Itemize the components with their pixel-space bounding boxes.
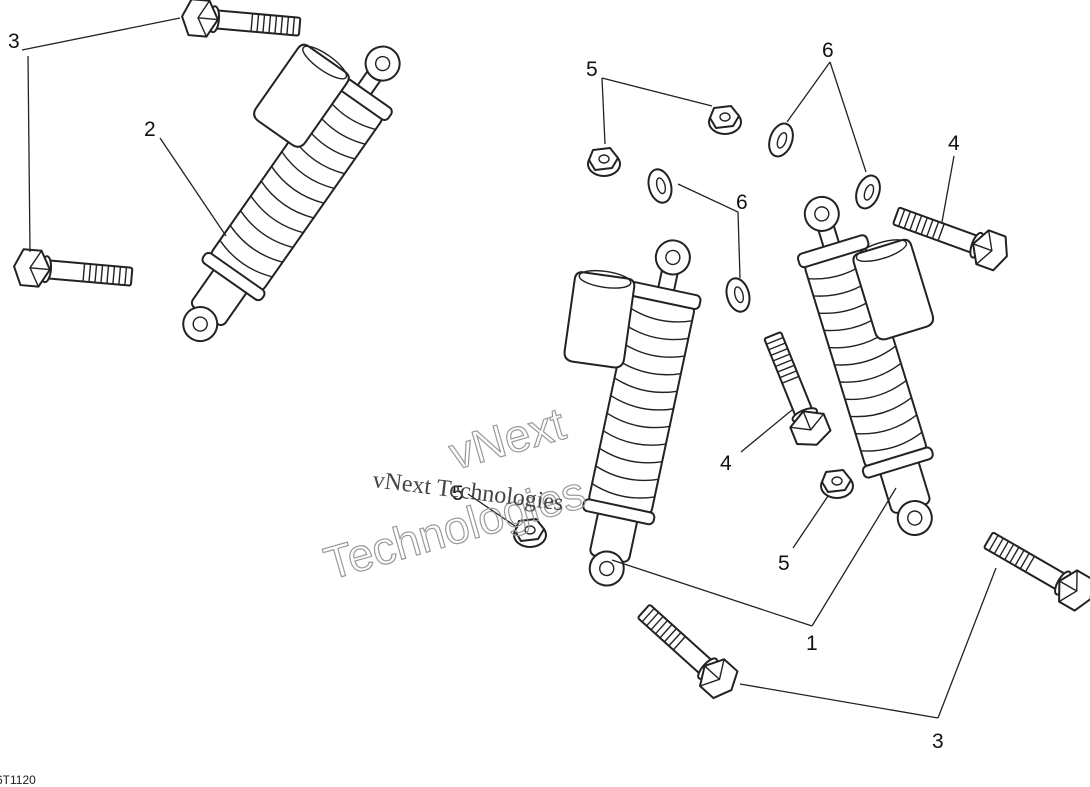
callout-nut-lower: 5 (452, 482, 464, 505)
bolt-center (754, 327, 835, 453)
nut-top-a (587, 147, 621, 177)
washer-mid-a (643, 165, 677, 207)
callout-shock-single: 2 (144, 118, 156, 141)
bolt-top-left (179, 0, 303, 46)
leader-lines (21, 17, 997, 719)
callout-nut-top: 5 (586, 58, 598, 81)
callout-bolt-lower-right: 3 (932, 730, 944, 753)
watermark: vNext Technologies vNext Technologies (318, 397, 592, 591)
nut-center (820, 469, 854, 499)
watermark-outline-vnext: vNext (443, 397, 571, 479)
shock-absorber-rear (781, 186, 956, 546)
bolt-left (11, 247, 135, 296)
nut-top-b (708, 105, 742, 135)
bolt-bottom-center (630, 596, 745, 705)
washer-top-b (850, 171, 886, 213)
washer-top-a (763, 119, 799, 161)
callout-bolt-upper-right: 4 (948, 132, 960, 155)
reservoir-front (562, 266, 637, 370)
callout-bolt-upper-left: 3 (8, 30, 20, 53)
diagram-code: 6T1120 (0, 773, 36, 787)
callout-washer-top: 6 (822, 39, 834, 62)
callout-bolt-center: 4 (720, 452, 732, 475)
callout-washer-mid: 6 (736, 191, 748, 214)
washer-mid-b (721, 274, 755, 316)
callout-shock-absorber: 1 (806, 632, 818, 655)
callout-nut-center: 5 (778, 552, 790, 575)
